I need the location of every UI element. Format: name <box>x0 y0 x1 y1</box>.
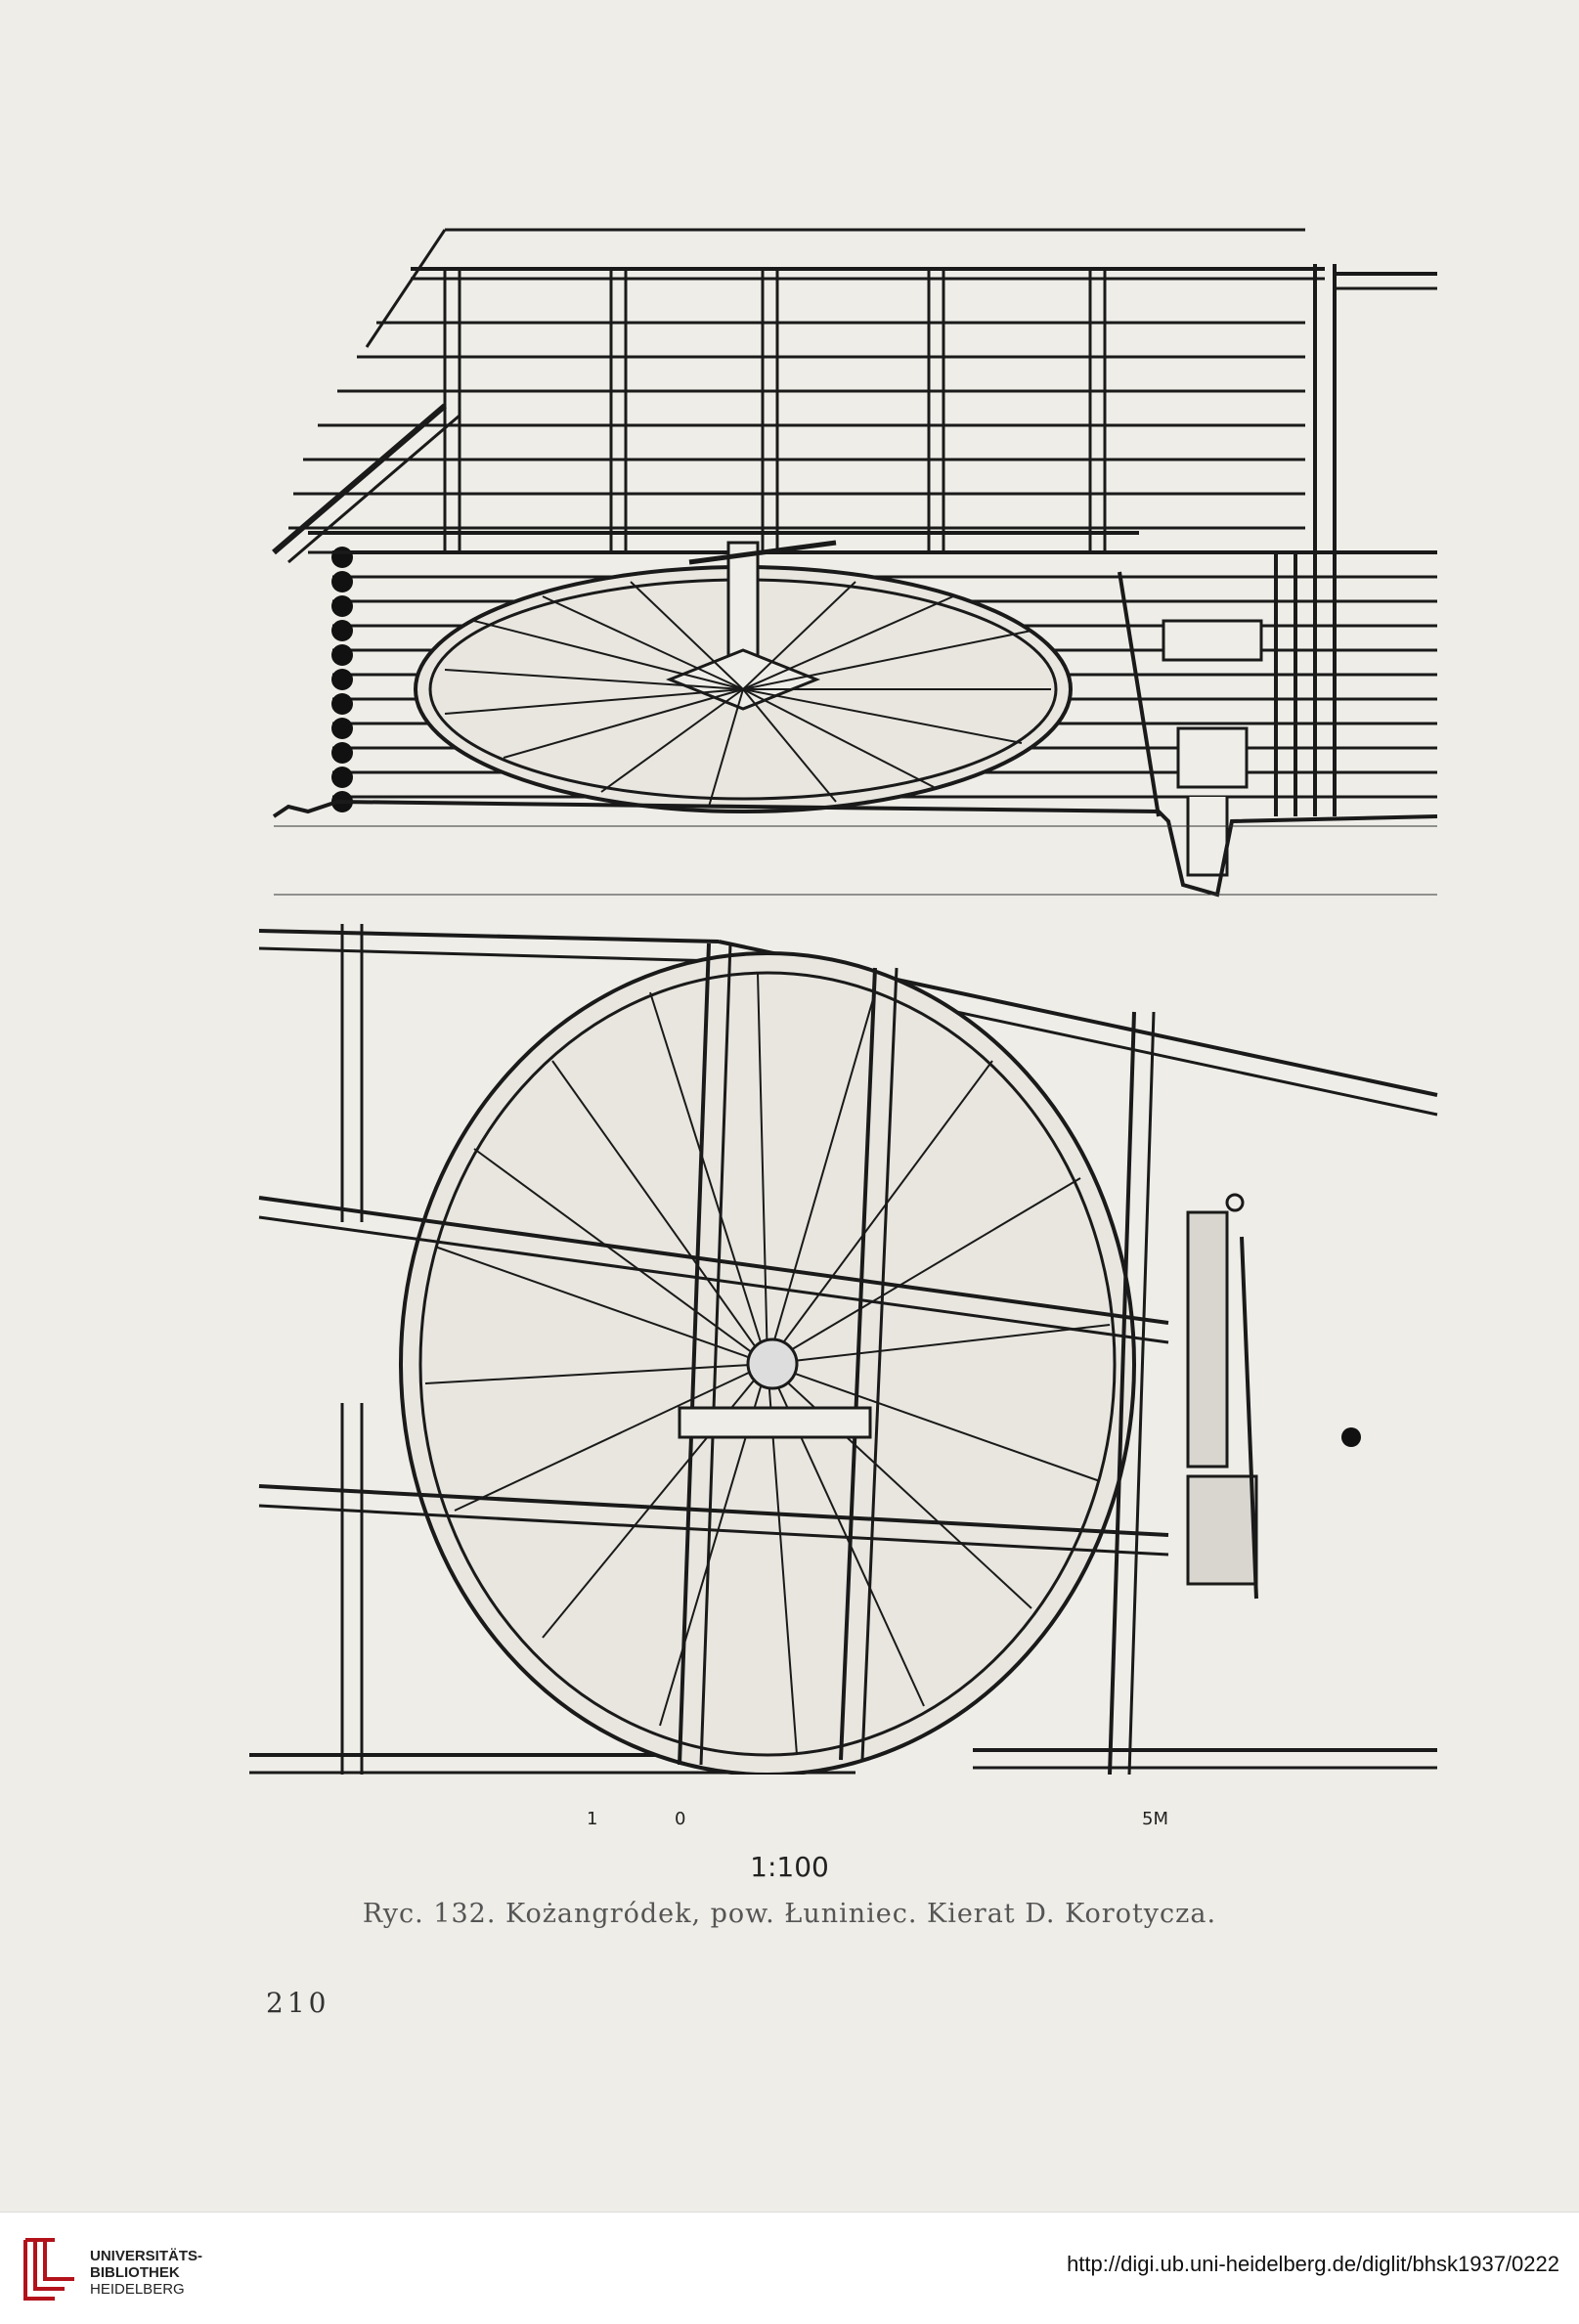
scale-tick-label-5m: 5M <box>1142 1809 1168 1829</box>
library-name: UNIVERSITÄTS- BIBLIOTHEK HEIDELBERG <box>90 2248 202 2298</box>
library-name-line2: BIBLIOTHEK <box>90 2264 180 2281</box>
library-name-line3: HEIDELBERG <box>90 2281 185 2298</box>
library-logo-icon <box>23 2238 74 2301</box>
scale-tick-label-0: 0 <box>675 1809 686 1829</box>
technical-drawing-horse-mill <box>249 210 1442 1775</box>
scale-tick-label-1: 1 <box>587 1809 598 1829</box>
page-number: 210 <box>266 1987 330 2019</box>
figure-caption: Ryc. 132. Kożangródek, pow. Łuniniec. Ki… <box>362 1899 1217 1929</box>
horse-mill-illustration <box>249 228 1438 1775</box>
permalink-url[interactable]: http://digi.ub.uni-heidelberg.de/diglit/… <box>1067 2252 1559 2276</box>
library-name-line1: UNIVERSITÄTS- <box>90 2248 203 2264</box>
library-logo[interactable] <box>22 2236 86 2302</box>
scale-ratio: 1:100 <box>750 1851 829 1883</box>
footer-bar: UNIVERSITÄTS- BIBLIOTHEK HEIDELBERG http… <box>0 2212 1579 2324</box>
book-page: 1 0 5M 1:100 Ryc. 132. Kożangródek, pow.… <box>249 210 1442 2019</box>
